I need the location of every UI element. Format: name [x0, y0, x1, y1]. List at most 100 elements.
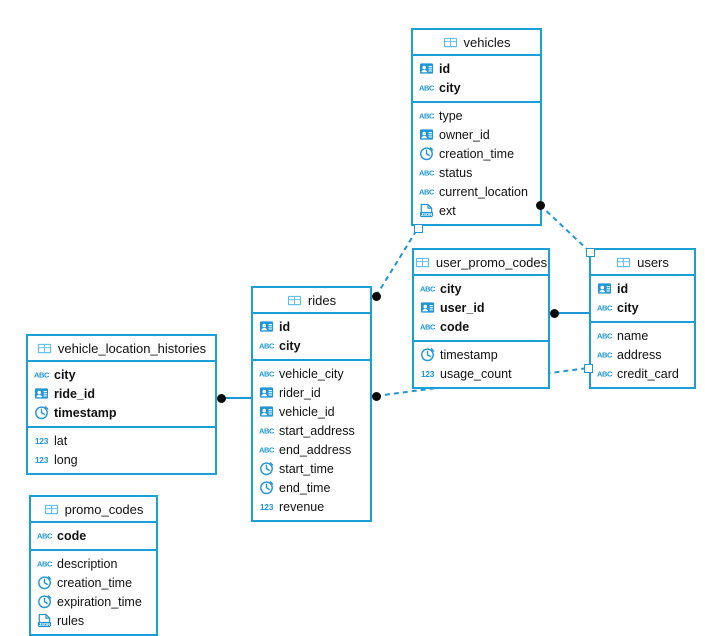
abc-text-icon: ABC — [597, 303, 612, 312]
field-name: city — [439, 80, 461, 95]
field-row[interactable]: rider_id — [253, 383, 370, 402]
field-row[interactable]: id — [591, 279, 694, 298]
edge-endpoint-upc-to-users-source[interactable] — [549, 308, 559, 318]
svg-text:123: 123 — [35, 436, 49, 446]
table-grid-icon — [37, 343, 51, 353]
abc-text-icon: ABC — [419, 168, 434, 177]
primary-key-section: ABC code — [31, 523, 156, 551]
field-row[interactable]: user_id — [414, 298, 548, 317]
field-row[interactable]: owner_id — [413, 125, 540, 144]
table-grid-icon — [44, 504, 58, 514]
field-row[interactable]: expiration_time — [31, 592, 156, 611]
field-row[interactable]: id — [413, 59, 540, 78]
abc-text-icon: ABC — [259, 445, 274, 454]
field-row[interactable]: timestamp — [414, 345, 548, 364]
table-header[interactable]: users — [591, 250, 694, 276]
edge-endpoint-rides-to-vehicles-target[interactable] — [413, 223, 423, 233]
abc-text-icon: ABC — [419, 187, 434, 196]
table-header[interactable]: vehicles — [413, 30, 540, 56]
svg-text:123: 123 — [260, 502, 274, 512]
svg-text:ABC: ABC — [259, 445, 274, 454]
svg-text:ABC: ABC — [419, 168, 434, 177]
svg-text:ABC: ABC — [259, 341, 274, 350]
field-row[interactable]: vehicle_id — [253, 402, 370, 421]
svg-text:ABC: ABC — [37, 531, 52, 540]
edge-endpoint-rides-to-users-target[interactable] — [583, 363, 593, 373]
edge-endpoint-rides-to-vehicles-source[interactable] — [371, 291, 381, 301]
id-card-icon — [597, 283, 612, 294]
edge-endpoint-vehicles-to-users-target[interactable] — [585, 247, 595, 257]
svg-text:ABC: ABC — [419, 187, 434, 196]
field-name: timestamp — [440, 347, 498, 362]
table-header[interactable]: rides — [253, 288, 370, 314]
field-row[interactable]: start_time — [253, 459, 370, 478]
svg-text:JSON: JSON — [39, 622, 50, 627]
field-row[interactable]: ABC city — [413, 78, 540, 97]
svg-text:ABC: ABC — [420, 322, 435, 331]
edge-endpoint-rides-to-users-source[interactable] — [371, 391, 381, 401]
field-row[interactable]: timestamp — [28, 403, 215, 422]
edge-vehicles-to-users[interactable] — [539, 204, 591, 253]
clock-icon — [421, 348, 435, 362]
abc-text-icon: ABC — [259, 369, 274, 378]
field-row[interactable]: end_time — [253, 478, 370, 497]
field-name: status — [439, 165, 473, 180]
abc-text-icon: ABC — [597, 369, 612, 378]
table-header[interactable]: vehicle_location_histories — [28, 336, 215, 362]
field-row[interactable]: ABC status — [413, 163, 540, 182]
edge-endpoint-vlh-to-rides-source[interactable] — [216, 393, 226, 403]
svg-text:ABC: ABC — [597, 350, 612, 359]
field-name: timestamp — [54, 405, 117, 420]
field-row[interactable]: id — [253, 317, 370, 336]
field-row[interactable]: creation_time — [31, 573, 156, 592]
abc-text-icon: ABC — [37, 559, 52, 568]
clock-icon — [38, 576, 52, 590]
field-row[interactable]: ABC code — [31, 526, 156, 545]
abc-text-icon: ABC — [259, 341, 274, 350]
table-header[interactable]: user_promo_codes — [414, 250, 548, 276]
field-name: code — [57, 528, 87, 543]
svg-text:ABC: ABC — [419, 83, 434, 92]
table-header[interactable]: promo_codes — [31, 497, 156, 523]
edge-endpoint-vehicles-to-users-source[interactable] — [535, 200, 545, 210]
field-name: city — [54, 367, 76, 382]
field-row[interactable]: ride_id — [28, 384, 215, 403]
svg-text:ABC: ABC — [597, 331, 612, 340]
number-icon: 123 — [260, 502, 274, 512]
abc-text-icon: ABC — [259, 426, 274, 435]
abc-text-icon: ABC — [420, 284, 435, 293]
field-row[interactable]: creation_time — [413, 144, 540, 163]
